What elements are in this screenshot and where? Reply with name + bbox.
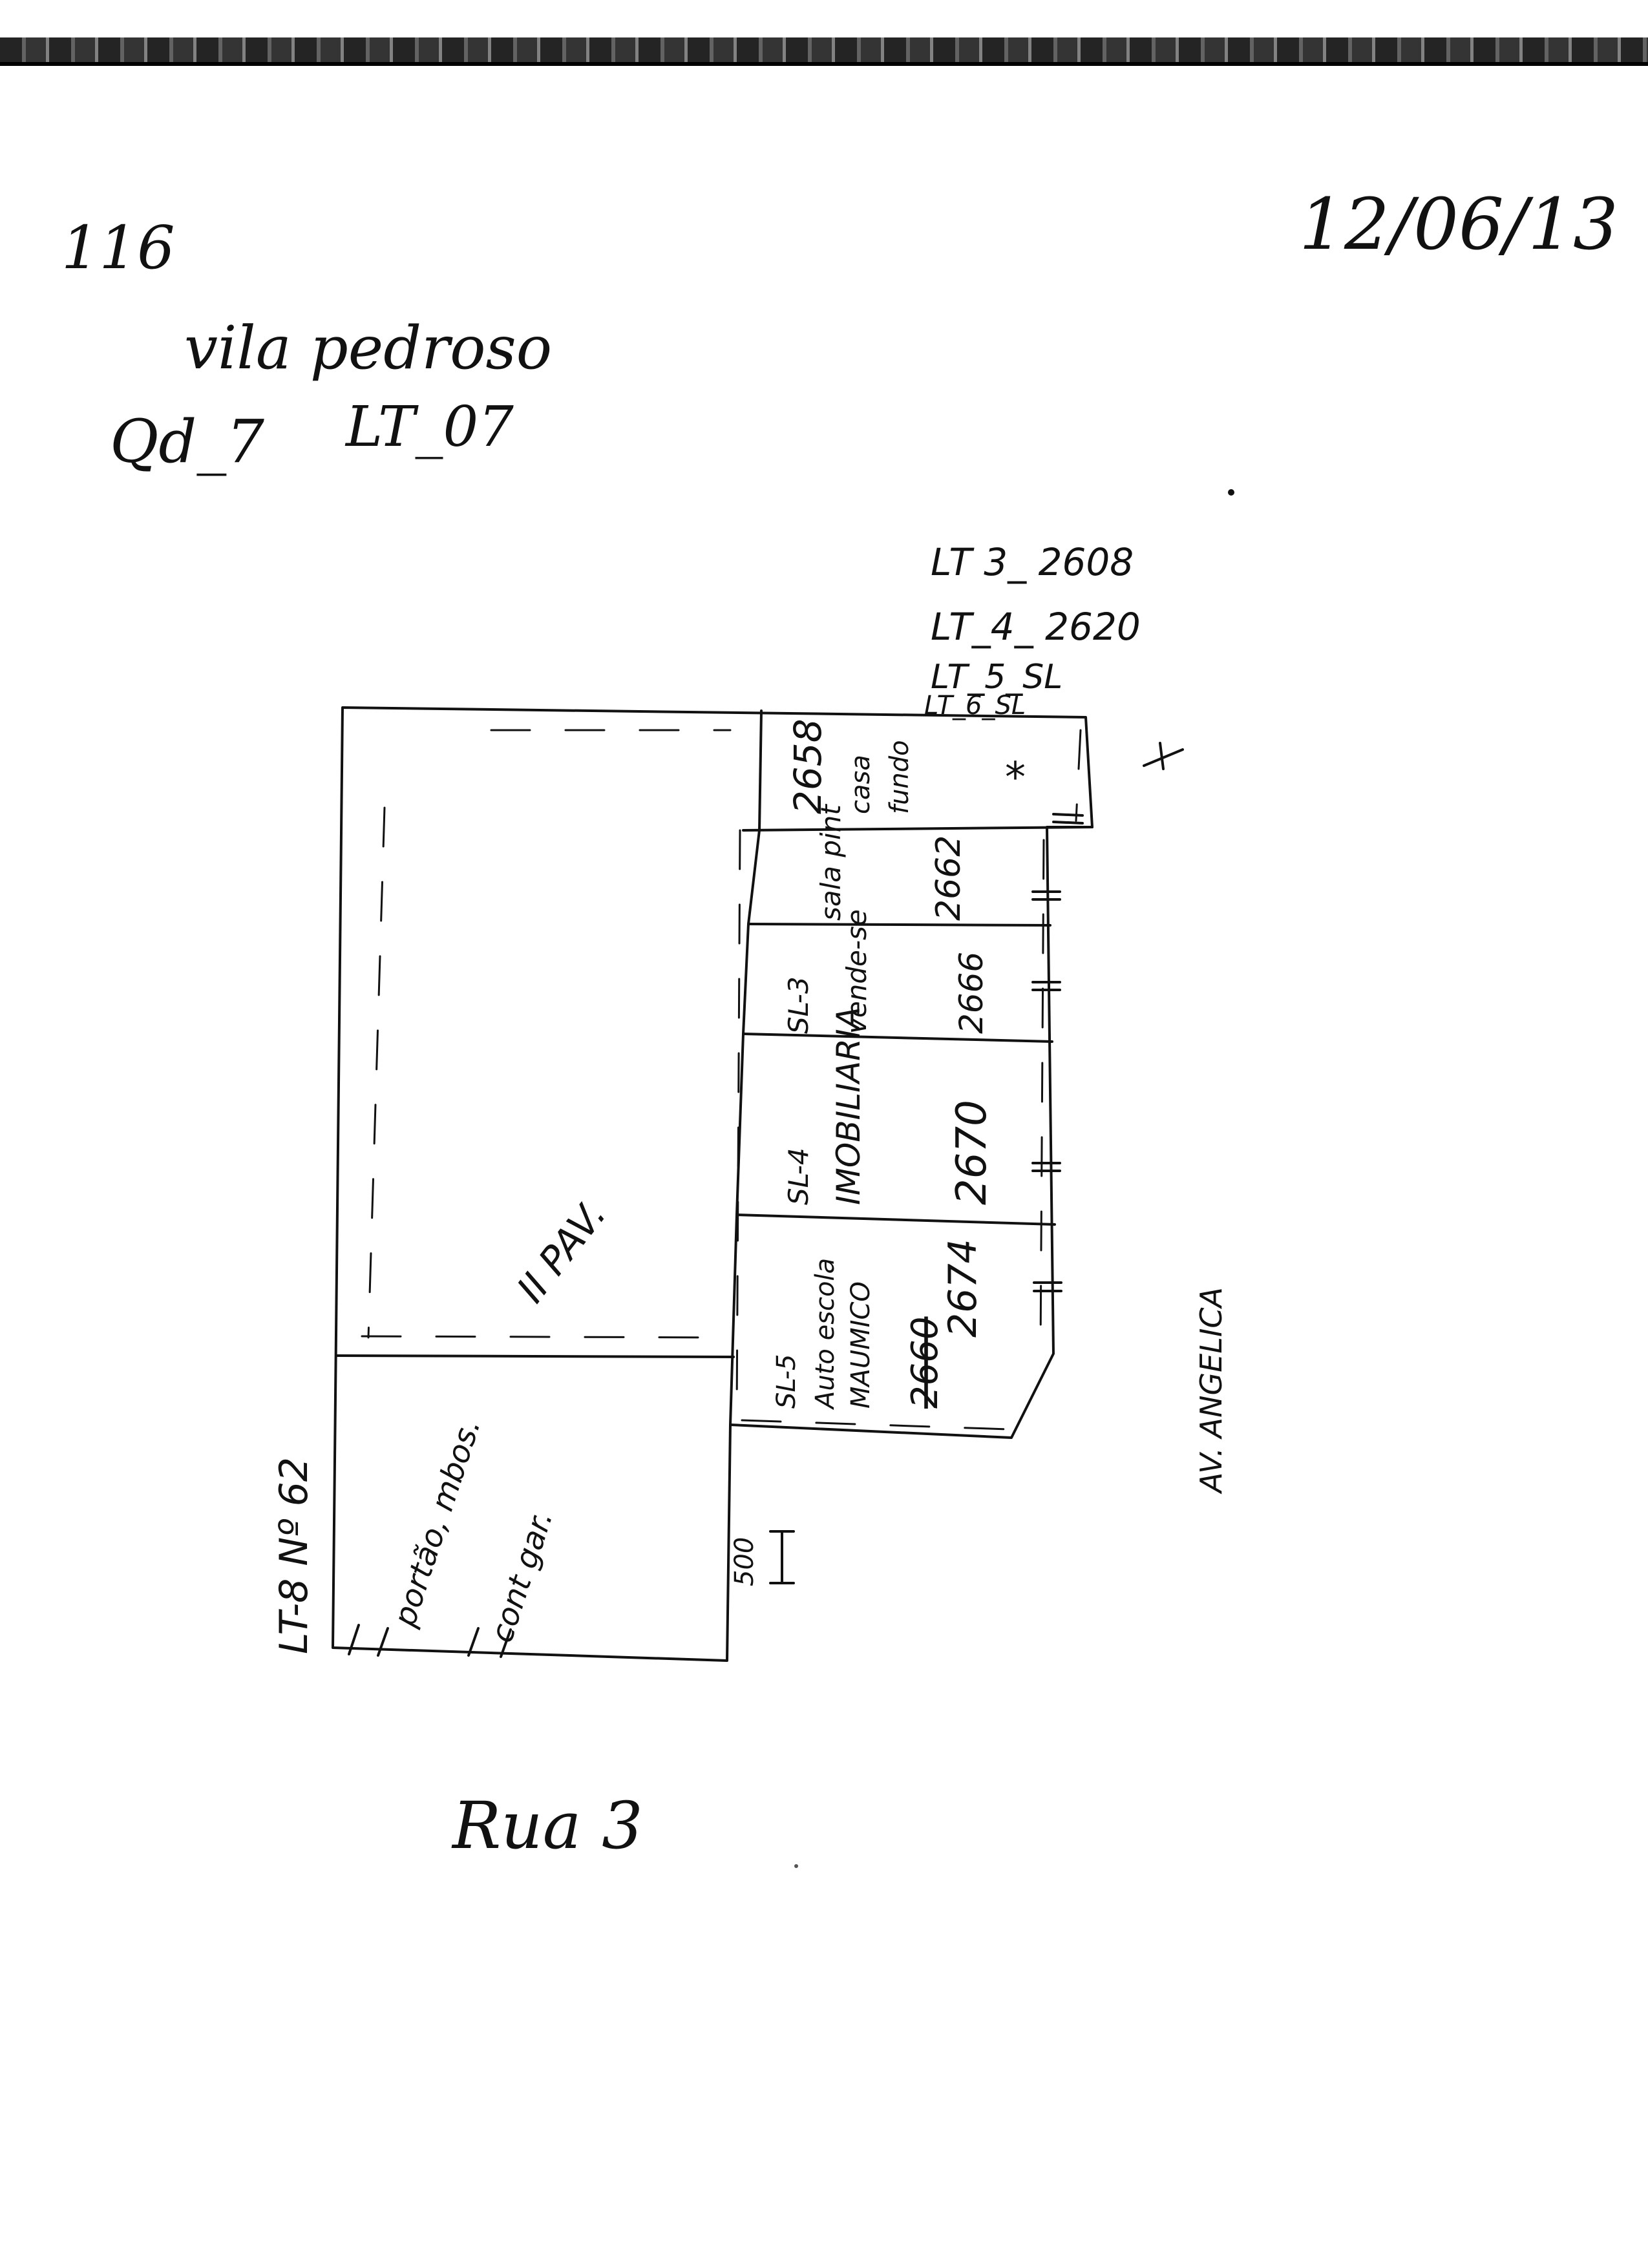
right-ticks	[1031, 813, 1084, 1292]
unit-5-sala: SL-5	[772, 1354, 801, 1409]
scan-edge-line	[0, 62, 1648, 66]
unit-4: SL-4 IMOBILIARIA 2670	[783, 1007, 996, 1205]
unit-5-old-number: 2660	[904, 1316, 946, 1409]
quadra-label: Qd_7	[110, 407, 264, 476]
bottom-ticks	[348, 1624, 512, 1658]
dash-right-top	[1075, 729, 1082, 822]
neighbor-lt8: LT-8 Nº 62	[271, 1457, 317, 1654]
speck	[1228, 489, 1234, 496]
unit-1-number: 2658	[786, 719, 830, 814]
page-number: 116	[61, 213, 175, 282]
main-area-label: II PAV.	[509, 1192, 615, 1311]
unit-1: 2658 casa fundo	[786, 719, 914, 814]
unit-3: SL-3 vende-se 2666	[783, 909, 990, 1034]
divider-2	[747, 923, 1051, 927]
divider-3	[742, 1033, 1053, 1043]
unit-1-desc: casa	[846, 755, 876, 814]
unit-4-number: 2670	[948, 1100, 996, 1205]
scan-edge	[0, 37, 1648, 66]
outline-main	[332, 706, 1093, 1662]
dash-right	[1039, 839, 1045, 1352]
unit-2: sala pint 2662	[815, 804, 968, 921]
unit-3-desc: vende-se	[841, 909, 872, 1034]
unit-4-desc: IMOBILIARIA	[830, 1007, 867, 1205]
unit-4-sala: SL-4	[783, 1148, 814, 1205]
north-mark-line	[1143, 748, 1184, 767]
dimension-label: 500	[730, 1537, 759, 1586]
neighbor-lt4: LT_4_ 2620	[931, 605, 1141, 649]
lote-label: LT_07	[344, 395, 514, 459]
unit-2-number: 2662	[929, 835, 968, 921]
unit-3-number: 2666	[953, 952, 990, 1034]
dash-bottom-main	[361, 1335, 732, 1339]
divider-1	[742, 826, 1093, 832]
unit-5-number: 2674	[940, 1239, 986, 1338]
lower-area-line2: cont gar.	[483, 1506, 560, 1647]
footer-street: Rua 3	[451, 1788, 643, 1864]
unit-5-desc: Auto escola	[810, 1258, 840, 1411]
north-mark-tick	[1159, 742, 1165, 770]
street-label: AV. ANGELICA	[1194, 1287, 1229, 1495]
asterisk-mark: *	[1005, 754, 1026, 802]
divider-4	[735, 1213, 1056, 1226]
speck	[794, 1864, 798, 1868]
strip-border	[729, 709, 763, 1426]
unit-1-extra: fundo	[885, 740, 914, 814]
unit-3-sala: SL-3	[783, 976, 814, 1034]
divider-lower	[336, 1354, 735, 1358]
unit-5-extra: MAUMICO	[846, 1281, 876, 1409]
unit-2-desc: sala pint	[815, 804, 847, 921]
date: 12/06/13	[1299, 183, 1618, 266]
place-name: vila pedroso	[184, 313, 552, 383]
dash-strip-bottom	[741, 1419, 1009, 1431]
neighbor-lt3: LT 3_ 2608	[931, 540, 1134, 584]
unit-5: SL-5 Auto escola MAUMICO 2660 2674	[772, 1239, 986, 1411]
dash-left	[367, 806, 386, 1339]
dash-strip	[735, 829, 741, 1416]
lower-area-line1: portão, mbos.	[386, 1414, 488, 1631]
neighbor-lt5: LT_5_SL	[931, 658, 1062, 697]
